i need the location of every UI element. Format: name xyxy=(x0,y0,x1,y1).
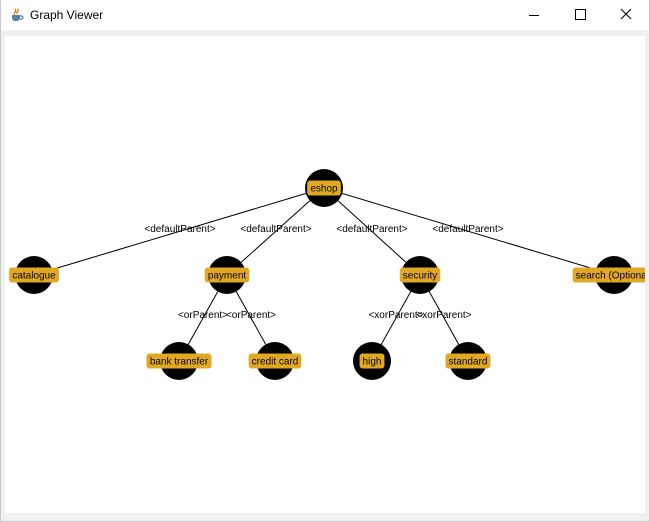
node-label-bank_transfer: bank transfer xyxy=(150,357,209,368)
edge-label-payment-bank_transfer: <orParent> xyxy=(178,310,228,321)
node-label-bg-eshop xyxy=(307,180,341,196)
graph-canvas[interactable]: <defaultParent> <defaultParent> <defaultPa… xyxy=(5,36,645,513)
node-label-bg-payment xyxy=(204,267,250,283)
edge-label-eshop-payment: <defaultParent> xyxy=(240,224,311,235)
node-label-bg-search xyxy=(572,267,645,283)
title-bar[interactable]: Graph Viewer xyxy=(1,0,649,30)
close-icon xyxy=(620,8,632,20)
graph-node-standard[interactable]: standard xyxy=(445,342,491,380)
node-label-catalogue: catalogue xyxy=(12,271,56,282)
close-button[interactable] xyxy=(603,0,649,30)
maximize-icon xyxy=(575,9,586,20)
graph-node-credit_card[interactable]: credit card xyxy=(248,342,302,380)
edge-label-security-high: <xorParent> xyxy=(368,310,423,321)
node-label-credit_card: credit card xyxy=(252,357,299,368)
node-label-payment: payment xyxy=(208,271,247,282)
graph-node-security[interactable]: security xyxy=(399,256,441,294)
node-label-bg-standard xyxy=(445,353,491,369)
maximize-button[interactable] xyxy=(557,0,603,30)
node-label-eshop: eshop xyxy=(310,184,338,195)
graph-node-eshop[interactable]: eshop xyxy=(305,169,343,207)
node-label-bg-credit_card xyxy=(248,353,302,369)
minimize-button[interactable] xyxy=(511,0,557,30)
edge-label-eshop-catalogue: <defaultParent> xyxy=(144,224,215,235)
node-label-standard: standard xyxy=(449,357,488,368)
node-label-bg-high xyxy=(359,353,385,369)
node-label-bg-security xyxy=(399,267,441,283)
graph-node-payment[interactable]: payment xyxy=(204,256,250,294)
graph-node-bank_transfer[interactable]: bank transfer xyxy=(146,342,212,380)
window-title: Graph Viewer xyxy=(30,8,104,22)
edge-label-eshop-security: <defaultParent> xyxy=(336,224,407,235)
node-label-high: high xyxy=(363,357,382,368)
graph-node-catalogue[interactable]: catalogue xyxy=(9,256,59,294)
graph-svg[interactable]: <defaultParent> <defaultParent> <defaultPa… xyxy=(5,36,645,513)
minimize-icon xyxy=(529,15,539,16)
edge-label-eshop-search: <defaultParent> xyxy=(432,224,503,235)
java-coffee-cup-icon[interactable] xyxy=(9,7,25,23)
node-label-bg-bank_transfer xyxy=(146,353,212,369)
graph-edge-eshop-search xyxy=(323,187,615,276)
graph-edge-eshop-payment xyxy=(226,187,325,276)
edge-label-security-standard: <xorParent> xyxy=(416,310,471,321)
node-label-bg-catalogue xyxy=(9,267,59,283)
node-label-search: search (Optional) xyxy=(576,271,645,282)
graph-edge-eshop-security xyxy=(323,187,421,276)
graph-edge-eshop-catalogue xyxy=(33,187,325,276)
graph-node-search[interactable]: search (Optional) xyxy=(572,256,645,294)
canvas-frame: <defaultParent> <defaultParent> <defaultPa… xyxy=(4,30,646,516)
graph-node-high[interactable]: high xyxy=(353,342,391,380)
edge-label-payment-credit_card: <orParent> xyxy=(226,310,276,321)
node-label-security: security xyxy=(403,271,437,282)
